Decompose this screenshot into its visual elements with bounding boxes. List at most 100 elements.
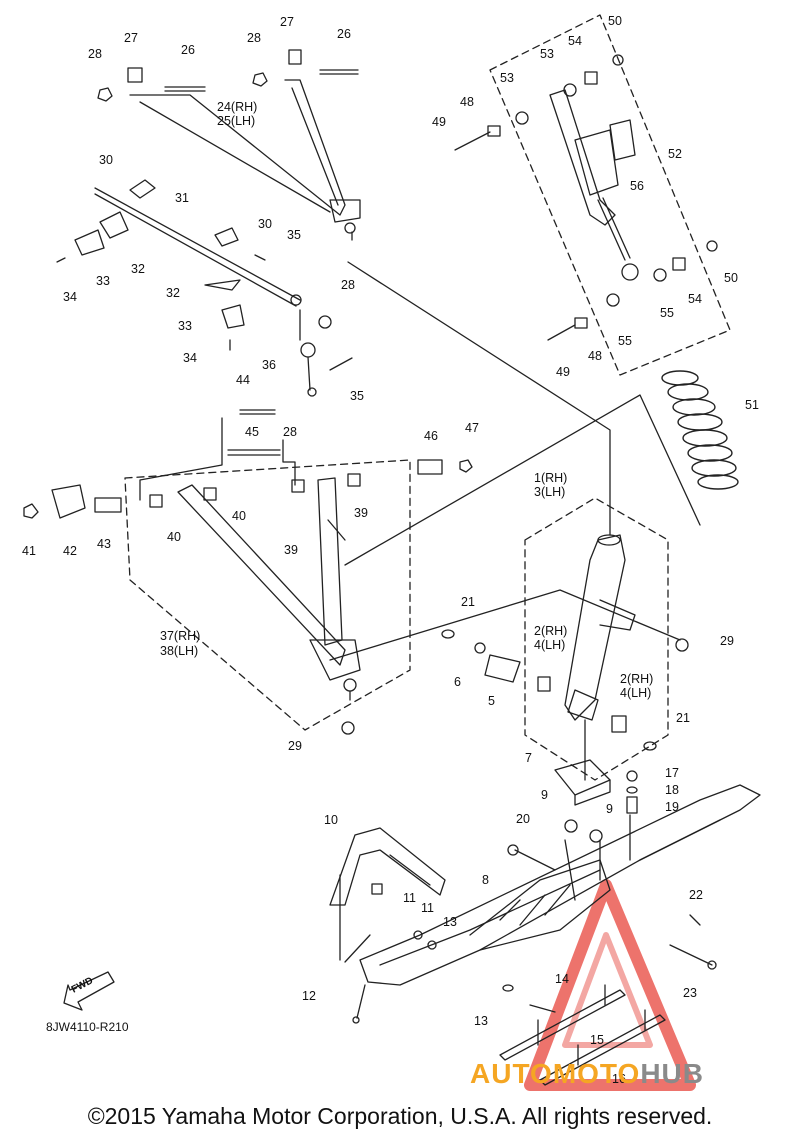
part-label: 28 bbox=[283, 425, 297, 439]
part-label: 1(RH) bbox=[534, 471, 568, 485]
part-label: 12 bbox=[302, 989, 316, 1003]
diagram-code: 8JW4110-R210 bbox=[46, 1020, 129, 1034]
part-label: 48 bbox=[460, 95, 474, 109]
part-label: 11 bbox=[403, 891, 416, 905]
part-label: 39 bbox=[354, 506, 368, 520]
part-label: 28 bbox=[247, 31, 261, 45]
part-label: 10 bbox=[324, 813, 338, 827]
part-label: 55 bbox=[660, 306, 674, 320]
part-label: 34 bbox=[63, 290, 77, 304]
part-label: 30 bbox=[99, 153, 113, 167]
part-label: 40 bbox=[167, 530, 181, 544]
part-label: 7 bbox=[525, 751, 532, 765]
part-label: 47 bbox=[465, 421, 479, 435]
part-label: 15 bbox=[590, 1033, 604, 1047]
part-label: 13 bbox=[474, 1014, 488, 1028]
spindle-block bbox=[554, 759, 611, 796]
part-label: 53 bbox=[500, 71, 514, 85]
part-label: 48 bbox=[588, 349, 602, 363]
part-label: 30 bbox=[258, 217, 272, 231]
part-label: 37(RH) bbox=[160, 629, 201, 643]
part-label: 4(LH) bbox=[620, 686, 652, 700]
part-label: 46 bbox=[424, 429, 438, 443]
part-label: 2(RH) bbox=[620, 672, 654, 686]
upper-a-arm bbox=[97, 49, 361, 241]
part-label: 29 bbox=[720, 634, 734, 648]
part-label: 49 bbox=[432, 115, 446, 129]
part-label: 49 bbox=[556, 365, 570, 379]
part-label: 20 bbox=[516, 812, 530, 826]
watermark-part2: HUB bbox=[640, 1058, 704, 1089]
part-label: 28 bbox=[88, 47, 102, 61]
part-label: 32 bbox=[131, 262, 145, 276]
part-label: 22 bbox=[689, 888, 703, 902]
spindle bbox=[341, 534, 689, 751]
part-label: 21 bbox=[461, 595, 475, 609]
part-label: 45 bbox=[245, 425, 259, 439]
part-label: 26 bbox=[337, 27, 351, 41]
part-label: 54 bbox=[688, 292, 702, 306]
shock-spring bbox=[661, 370, 739, 490]
watermark-triangle-icon bbox=[524, 879, 696, 1091]
part-label: 5 bbox=[488, 694, 495, 708]
part-label: 11 bbox=[421, 901, 434, 915]
part-label: 38(LH) bbox=[160, 644, 199, 658]
part-label: 51 bbox=[745, 398, 759, 412]
part-label: 56 bbox=[630, 179, 644, 193]
part-label: 43 bbox=[97, 537, 111, 551]
part-label: 32 bbox=[166, 286, 180, 300]
part-label: 8 bbox=[482, 873, 489, 887]
part-label: 33 bbox=[178, 319, 192, 333]
part-label: 39 bbox=[284, 543, 298, 557]
part-label: 31 bbox=[175, 191, 189, 205]
part-label: 35 bbox=[350, 389, 364, 403]
copyright-notice: ©2015 Yamaha Motor Corporation, U.S.A. A… bbox=[87, 1103, 713, 1129]
part-label: 25(LH) bbox=[217, 114, 256, 128]
part-label: 33 bbox=[96, 274, 110, 288]
part-label: 23 bbox=[683, 986, 697, 1000]
part-label: 35 bbox=[287, 228, 301, 242]
ski-handle bbox=[329, 827, 446, 950]
part-label: 41 bbox=[22, 544, 36, 558]
part-label: 14 bbox=[555, 972, 569, 986]
part-label: 2(RH) bbox=[534, 624, 568, 638]
part-label: 28 bbox=[341, 278, 355, 292]
part-label: 54 bbox=[568, 34, 582, 48]
fwd-arrow-icon bbox=[63, 971, 115, 1011]
shock-group-box bbox=[489, 14, 731, 376]
part-label: 13 bbox=[443, 915, 457, 929]
part-label: 27 bbox=[280, 15, 294, 29]
part-label: 44 bbox=[236, 373, 250, 387]
lower-a-arm bbox=[23, 409, 473, 701]
part-label: 29 bbox=[288, 739, 302, 753]
part-label: 50 bbox=[724, 271, 738, 285]
lower-arm-group-box bbox=[124, 459, 411, 731]
part-label: 50 bbox=[608, 14, 622, 28]
watermark-text: AUTOMOTOHUB bbox=[470, 1058, 704, 1090]
part-label: 9 bbox=[541, 788, 548, 802]
part-label: 27 bbox=[124, 31, 138, 45]
part-label: 24(RH) bbox=[217, 100, 258, 114]
part-label: 42 bbox=[63, 544, 77, 558]
part-label: 53 bbox=[540, 47, 554, 61]
part-label: 9 bbox=[606, 802, 613, 816]
part-label: 4(LH) bbox=[534, 638, 566, 652]
part-label: 16 bbox=[612, 1072, 626, 1086]
part-label: 6 bbox=[454, 675, 461, 689]
part-label: 26 bbox=[181, 43, 195, 57]
part-label: 34 bbox=[183, 351, 197, 365]
part-label: 17 bbox=[665, 766, 679, 780]
part-label: 21 bbox=[676, 711, 690, 725]
shock-absorber bbox=[454, 54, 718, 341]
stabilizer-link bbox=[300, 342, 353, 397]
part-label: 19 bbox=[665, 800, 679, 814]
part-label: 36 bbox=[262, 358, 276, 372]
part-label: 55 bbox=[618, 334, 632, 348]
part-label: 18 bbox=[665, 783, 679, 797]
part-label: 52 bbox=[668, 147, 682, 161]
stabilizer-bar bbox=[56, 179, 332, 351]
part-label: 40 bbox=[232, 509, 246, 523]
spindle-group-box bbox=[524, 497, 669, 781]
